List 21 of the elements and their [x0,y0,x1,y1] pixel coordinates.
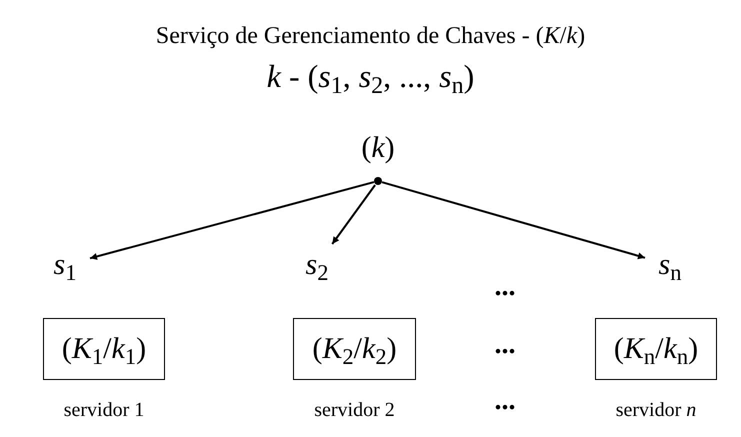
server-box [293,318,416,380]
server-caption: servidor 1 [62,398,146,422]
arrow [331,184,376,245]
node-text: s$_{1}$ [54,247,76,283]
node-text: s$_{2}$ [306,247,328,283]
arrow [382,181,646,260]
node-text: s$_{n}$ [658,247,682,283]
title: Serviço de Gerenciamento de Chaves - (K/k) [154,22,586,51]
arrow [90,181,374,260]
node-text: (k) [361,130,395,166]
node-text: (K$_{2}$/k$_{2}$) [312,331,397,367]
formula-text: k - (s$_{1}$, s$_{2}$, ..., s$_{n}$) [266,57,476,96]
server-box [43,318,165,380]
server-box [595,318,717,380]
server-caption: servidor n [614,398,698,422]
ellipsis-text: ... [494,386,516,416]
ellipsis-text: ... [494,272,516,302]
ellipsis-text: ... [494,330,516,360]
server-caption: servidor 2 [313,398,396,422]
node-text: (K$_{n}$/k$_{n}$) [614,331,698,367]
node-text: (K$_{1}$/k$_{1}$) [62,331,146,367]
